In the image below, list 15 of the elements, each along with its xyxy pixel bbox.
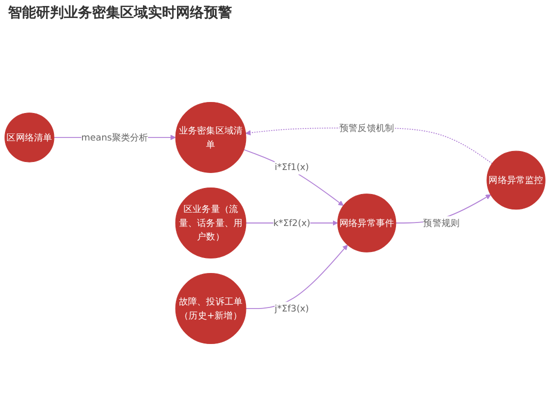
arrow bbox=[243, 149, 344, 206]
node-circle: 网络异常监控 bbox=[486, 150, 546, 210]
edge-label: j*Σf3(x) bbox=[274, 302, 309, 314]
node-circle: 业务密集区域清单 bbox=[175, 102, 246, 173]
title: 智能研判业务密集区域实时网络预警 bbox=[8, 4, 232, 22]
edge-label: 预警规则 bbox=[423, 217, 460, 228]
node-circle: 区业务量（流量、话务量、用户数） bbox=[175, 188, 246, 258]
edge-label: means聚类分析 bbox=[81, 132, 148, 143]
arrow bbox=[246, 244, 348, 309]
node-circle: 区网络清单 bbox=[4, 112, 54, 162]
edge-label: 预警反馈机制 bbox=[339, 122, 394, 134]
node-circle: 故障、投诉工单（历史+新增） bbox=[175, 273, 246, 344]
edge-label: k*Σf2(x) bbox=[273, 217, 310, 228]
edge-label: i*Σf1(x) bbox=[274, 162, 309, 173]
node-circle: 网络异常事件 bbox=[337, 194, 396, 252]
